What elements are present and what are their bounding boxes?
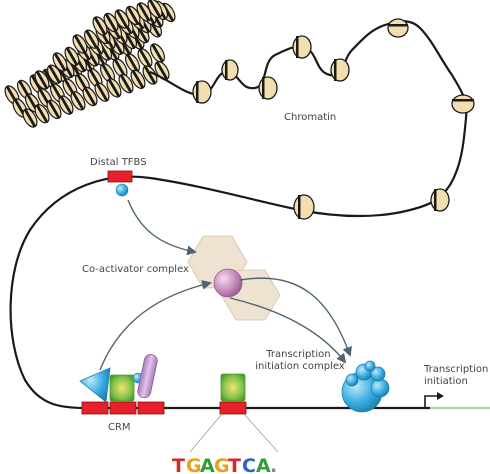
condensed-nucleosome [83, 29, 100, 49]
nucleosome [192, 80, 212, 104]
condensed-nucleosome [118, 73, 134, 94]
condensed-nucleosome [22, 108, 38, 128]
motif-letter: A [256, 455, 271, 474]
condensed-nucleosome [92, 16, 108, 36]
condensed-nucleosome [46, 99, 62, 120]
motif-letter: T [228, 455, 241, 474]
crm-label: CRM [108, 422, 131, 433]
condensed-nucleosome [64, 46, 80, 67]
condensed-nucleosome [94, 82, 110, 102]
condensed-nucleosome [137, 48, 153, 68]
coactivator-complex-label: Co-activator complex [82, 264, 189, 275]
nucleosome [221, 59, 239, 81]
transcription-start-arrow [424, 395, 440, 408]
motif-zoom-line [189, 413, 223, 453]
condensed-nucleosome [149, 43, 166, 63]
crm-binding-site [81, 401, 109, 415]
condensed-nucleosome [106, 78, 122, 98]
coactivator-complex [187, 235, 281, 321]
crm-binding-site [137, 401, 165, 415]
crm-purple-factor [137, 354, 158, 399]
condensed-nucleosome [52, 52, 68, 72]
sequence-logo-frame [168, 452, 296, 474]
motif-letter: G [214, 455, 229, 474]
condensed-nucleosome [103, 12, 119, 33]
arrow-crm-to-coactivator [99, 280, 212, 371]
condensed-nucleosome [125, 5, 141, 26]
coactivator-sphere [213, 268, 243, 298]
condensed-nucleosome [34, 104, 50, 124]
crm-transcription-factor-square [109, 374, 135, 402]
proximal-transcription-factor [220, 373, 246, 402]
condensed-nucleosome [34, 70, 50, 90]
proximal-binding-site [219, 401, 247, 415]
dna-strand [9, 175, 430, 410]
motif-zoom-line [243, 413, 279, 453]
condensed-nucleosome [112, 58, 128, 78]
nucleosome [258, 76, 278, 100]
condensed-nucleosome [82, 86, 98, 107]
condensed-nucleosome [58, 95, 74, 115]
condensed-nucleosome [72, 34, 88, 54]
condensed-nucleosome [46, 64, 63, 84]
transcription-initiation-complex-label: Transcription initiation complex [255, 349, 345, 372]
arrow-distal-to-coactivator [127, 199, 197, 256]
arrow-coactivator-to-initiation-1 [239, 277, 352, 357]
condensed-chromatin-fiber [4, 0, 176, 128]
condensed-nucleosome [147, 0, 163, 19]
motif-letter: . [270, 455, 276, 474]
distal-tfbs-site [107, 170, 133, 183]
nucleosome [430, 188, 450, 212]
crm-binding-site [109, 401, 137, 415]
transcription-initiation-complex [341, 360, 390, 413]
motif-letter: G [186, 455, 201, 474]
motif-letter: T [172, 455, 185, 474]
condensed-nucleosome [130, 69, 146, 89]
arrow-coactivator-to-initiation-2 [229, 297, 347, 364]
nucleosome [292, 35, 312, 59]
nucleosome [451, 94, 475, 114]
nucleosome [330, 58, 350, 82]
nucleosome [293, 194, 315, 220]
distal-transcription-factor [115, 183, 129, 197]
condensed-nucleosome [70, 91, 86, 111]
motif-letter: C [242, 455, 255, 474]
condensed-nucleosome [142, 65, 158, 85]
crm [79, 354, 165, 415]
motif-letter: A [200, 455, 215, 474]
distal-tfbs-label: Distal TFBS [90, 157, 147, 168]
chromatin [4, 0, 475, 220]
crm-transcription-factor-triangle [79, 367, 111, 403]
chromatin-dna-strand [149, 20, 468, 218]
condensed-nucleosome [99, 63, 116, 83]
nucleosome [387, 18, 409, 38]
transcription-initiation-label: Transcription initiation [423, 364, 490, 387]
chromatin-label: Chromatin [284, 112, 336, 123]
